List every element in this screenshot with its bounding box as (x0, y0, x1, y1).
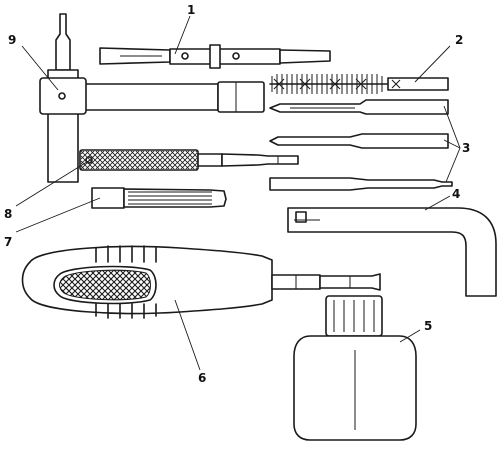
label-9: 9 (8, 33, 16, 47)
label-7: 7 (4, 235, 12, 249)
screwdriver-handle (21, 245, 381, 319)
label-5: 5 (424, 319, 432, 333)
label-1: 1 (187, 3, 195, 17)
label-2: 2 (455, 33, 463, 47)
label-3: 3 (462, 141, 470, 155)
label-4: 4 (452, 187, 460, 201)
label-8: 8 (4, 207, 12, 221)
leader-lines (15, 15, 461, 371)
oil-bottle (293, 295, 417, 441)
punch-set (269, 99, 453, 191)
double-ended-screwdriver (99, 44, 331, 69)
label-6: 6 (198, 371, 206, 385)
l-shaped-wrench (287, 207, 497, 297)
knurled-screwdriver (79, 149, 299, 171)
t-handle-socket-wrench (39, 13, 265, 183)
screwdriver-bit-socket (91, 187, 227, 209)
cleaning-brush (269, 74, 449, 94)
